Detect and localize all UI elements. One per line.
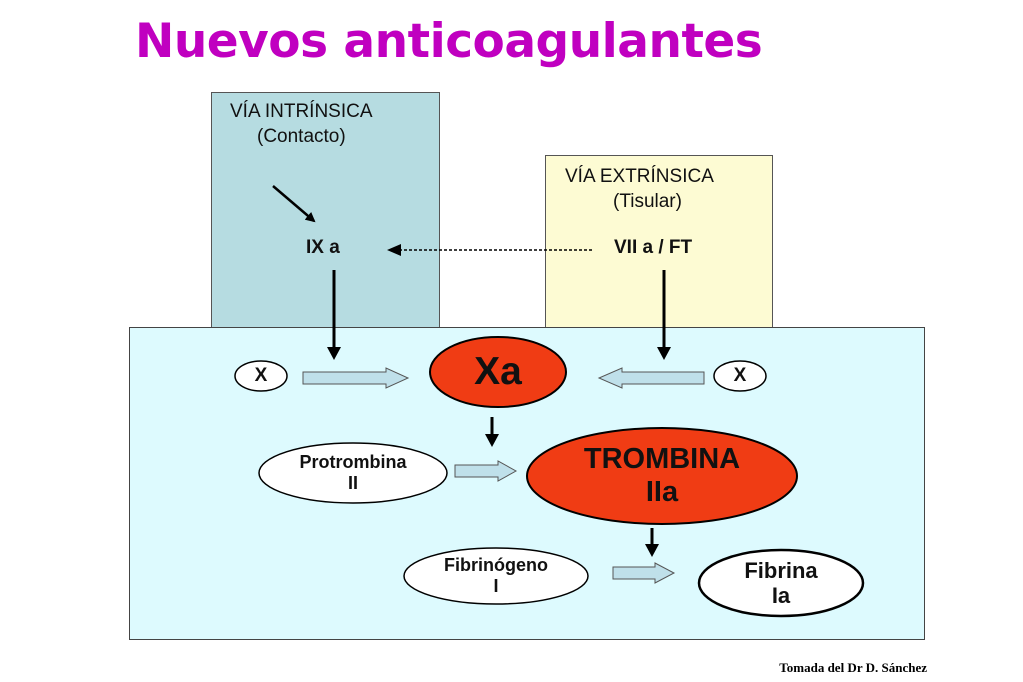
prothrombin-label: Protrombina II bbox=[259, 443, 447, 503]
page-title: Nuevos anticoagulantes bbox=[135, 14, 763, 69]
extrinsic-heading: VÍA EXTRÍNSICA bbox=[565, 166, 714, 187]
fibrinogen-block-arrow bbox=[612, 562, 676, 584]
fibrin-label: Fibrina Ia bbox=[699, 550, 863, 616]
prothrombin-ellipse bbox=[258, 442, 448, 504]
fibrin-name: Fibrina bbox=[744, 557, 818, 583]
dashed-arrowhead bbox=[387, 244, 401, 256]
factor-x-left-ellipse bbox=[234, 360, 288, 392]
intrinsic-pathway-box bbox=[211, 92, 440, 332]
fibrinogen-name: Fibrinógeno bbox=[444, 555, 548, 576]
source-credit: Tomada del Dr D. Sánchez bbox=[779, 660, 927, 675]
thrombin-numeral: IIa bbox=[645, 476, 679, 508]
factor-ixa-label: IX a bbox=[306, 237, 340, 258]
factor-x-right-ellipse bbox=[713, 360, 767, 392]
factor-xa-label: Xa bbox=[474, 349, 522, 393]
fibrinogen-numeral: I bbox=[493, 576, 499, 596]
factor-viia-ft-label: VII a / FT bbox=[614, 237, 693, 258]
xa-down-arrow bbox=[485, 434, 499, 447]
fibrin-numeral: Ia bbox=[771, 583, 791, 608]
contact-arrow bbox=[272, 185, 316, 223]
fibrinogen-ellipse bbox=[403, 547, 589, 605]
fibrinogen-label: Fibrinógeno I bbox=[404, 548, 588, 604]
factor-x-left-label: X bbox=[254, 365, 268, 387]
left-block-arrow bbox=[302, 367, 410, 389]
thrombin-ellipse bbox=[526, 427, 798, 525]
prothrombin-block-arrow bbox=[454, 460, 518, 482]
extrinsic-subheading: (Tisular) bbox=[613, 191, 682, 212]
prothrombin-numeral: II bbox=[347, 473, 358, 493]
thrombin-down-arrow bbox=[645, 544, 659, 557]
prothrombin-name: Protrombina bbox=[299, 452, 407, 473]
right-block-arrow bbox=[597, 367, 705, 389]
factor-xa-ellipse bbox=[429, 336, 567, 408]
thrombin-label: TROMBINA IIa bbox=[527, 428, 797, 524]
fibrin-ellipse bbox=[697, 548, 865, 618]
factor-x-right-label: X bbox=[733, 365, 747, 387]
intrinsic-heading: VÍA INTRÍNSICA bbox=[230, 101, 373, 122]
intrinsic-subheading: (Contacto) bbox=[257, 126, 346, 147]
thrombin-name: TROMBINA bbox=[583, 442, 741, 475]
